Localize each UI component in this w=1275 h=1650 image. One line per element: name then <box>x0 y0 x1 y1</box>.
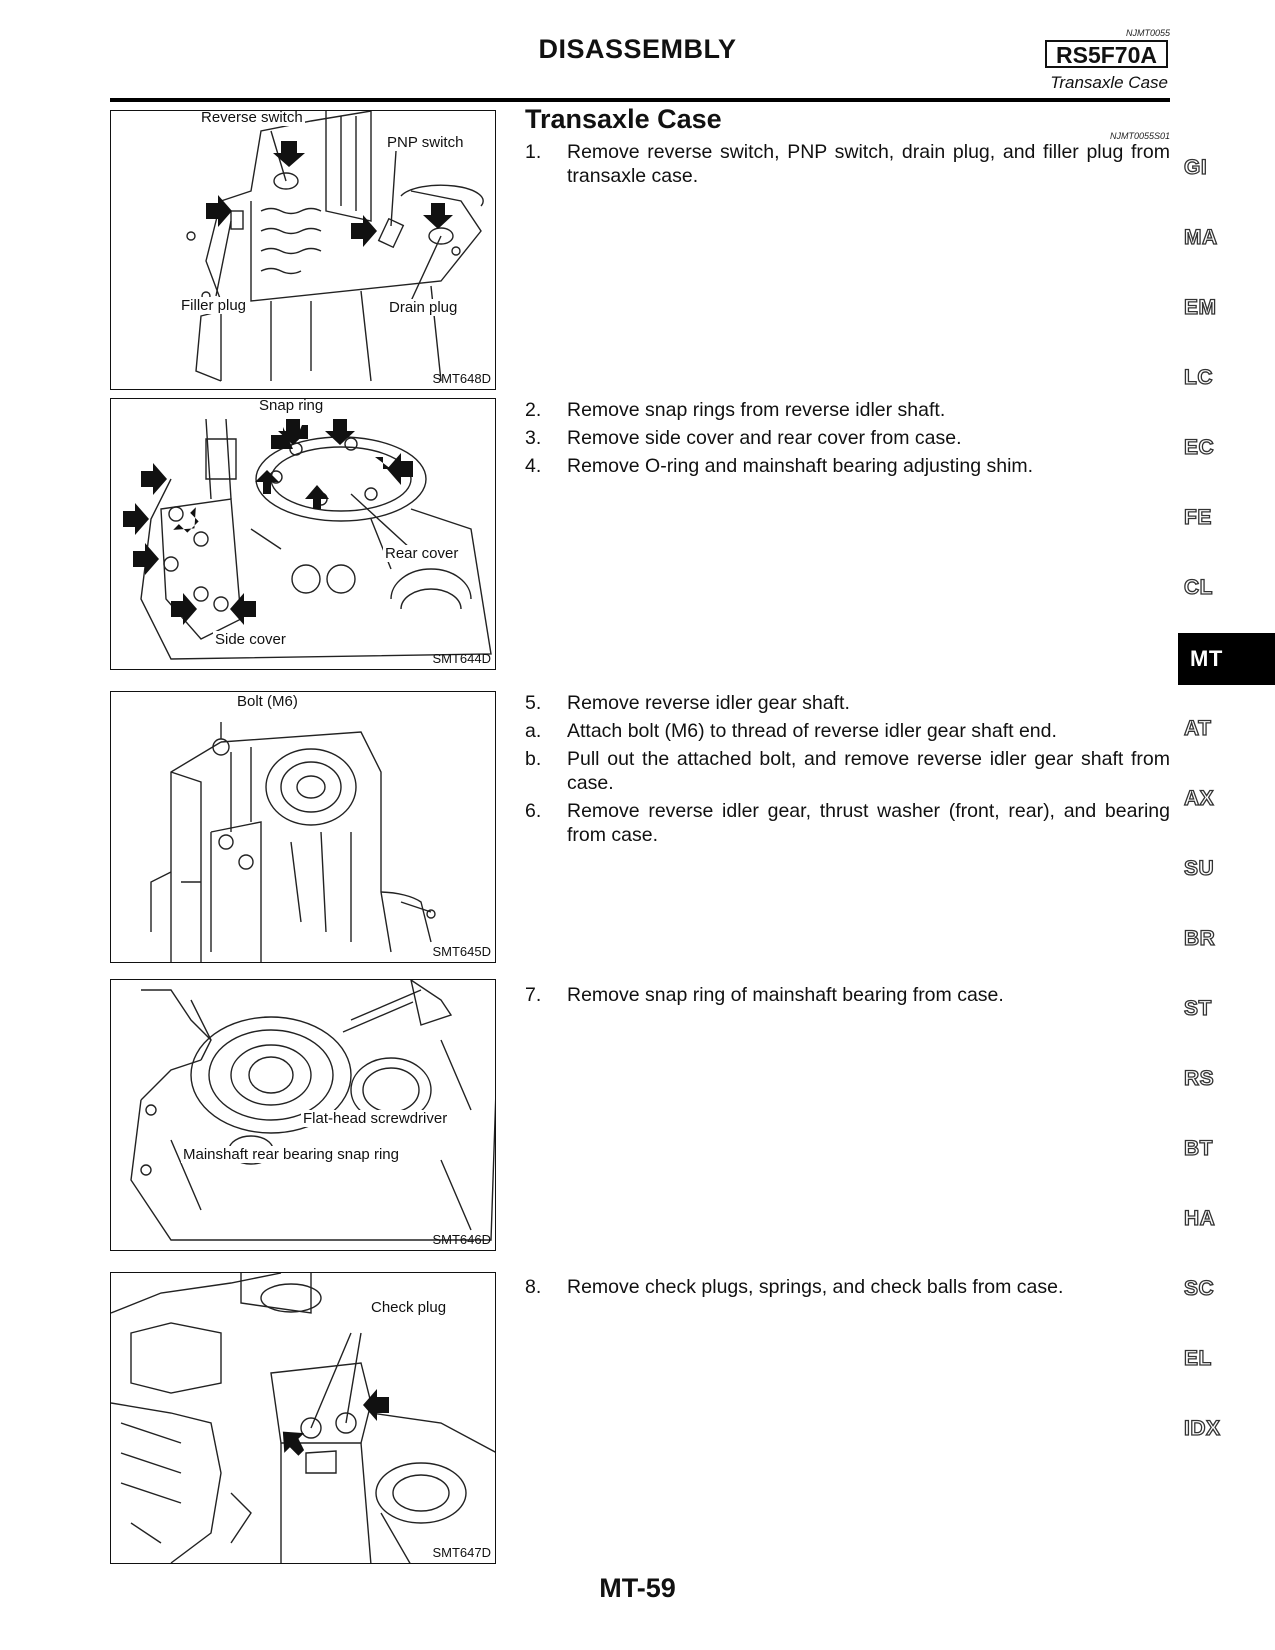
side-tab-ax[interactable]: AX <box>1183 786 1215 810</box>
label-side-cover: Side cover <box>213 631 288 648</box>
page-number: MT-59 <box>599 1573 676 1603</box>
label-check-plug: Check plug <box>369 1299 449 1316</box>
step-5b: b. Pull out the attached bolt, and remov… <box>525 747 1170 795</box>
step-number: 5. <box>525 692 542 714</box>
step-text: Remove check plugs, springs, and check b… <box>567 1276 1064 1298</box>
step-number: 6. <box>525 800 542 822</box>
step-8: 8. Remove check plugs, springs, and chec… <box>525 1275 1170 1299</box>
side-tab-el[interactable]: EL <box>1183 1346 1212 1370</box>
side-tab-ha[interactable]: HA <box>1183 1206 1216 1230</box>
rear-cover-illustration <box>123 418 492 660</box>
header-subtitle: Transaxle Case <box>1050 73 1168 92</box>
step-text: Remove snap ring of mainshaft bearing fr… <box>567 984 1004 1006</box>
page-title: DISASSEMBLY <box>538 34 737 64</box>
step-text: Pull out the attached bolt, and remove r… <box>567 748 1170 794</box>
header-ref-code: NJMT0055 <box>1125 28 1170 38</box>
section-ref-code: NJMT0055S01 <box>1109 131 1170 141</box>
step-text: Remove O-ring and mainshaft bearing adju… <box>567 455 1034 477</box>
side-tab-fe[interactable]: FE <box>1183 505 1212 529</box>
figure-code: SMT645D <box>432 944 491 959</box>
figure-smt644d: Snap ring Rear cover Side cover SMT644D <box>110 398 496 670</box>
step-text: Remove side cover and rear cover from ca… <box>567 427 962 449</box>
step-5: 5. Remove reverse idler gear shaft. <box>525 691 1170 715</box>
transaxle-case-illustration <box>186 111 484 382</box>
step-text: Remove reverse idler gear, thrust washer… <box>567 800 1170 846</box>
step-number: a. <box>525 720 542 742</box>
side-tab-st[interactable]: ST <box>1183 996 1212 1020</box>
figure-smt646d: Flat-head screwdriver Mainshaft rear bea… <box>110 979 496 1251</box>
side-tab-idx[interactable]: IDX <box>1183 1416 1221 1440</box>
side-tab-lc[interactable]: LC <box>1183 365 1213 389</box>
figure-code: SMT644D <box>432 651 491 666</box>
step-number: 7. <box>525 984 542 1006</box>
label-flat-head-screwdriver: Flat-head screwdriver <box>301 1110 450 1127</box>
side-tab-br[interactable]: BR <box>1183 926 1216 950</box>
step-number: 2. <box>525 399 542 421</box>
side-tab-ec[interactable]: EC <box>1183 435 1215 459</box>
side-tab-at[interactable]: AT <box>1183 716 1212 740</box>
model-badge: RS5F70A <box>1045 40 1168 68</box>
step-text: Remove reverse idler gear shaft. <box>567 692 850 714</box>
label-filler-plug: Filler plug <box>179 297 249 314</box>
step-text: Remove reverse switch, PNP switch, drain… <box>567 141 1170 187</box>
step-7: 7. Remove snap ring of mainshaft bearing… <box>525 983 1170 1007</box>
idler-shaft-illustration <box>150 722 436 962</box>
step-text: Attach bolt (M6) to thread of reverse id… <box>567 720 1057 742</box>
step-number: 1. <box>525 141 542 163</box>
step-2: 2. Remove snap rings from reverse idler … <box>525 398 1170 422</box>
header-rule <box>110 98 1170 102</box>
figure-smt645d: Bolt (M6) SMT645D <box>110 691 496 963</box>
side-tab-mt-active[interactable]: MT <box>1178 633 1275 685</box>
side-tab-rs[interactable]: RS <box>1183 1066 1215 1090</box>
step-6: 6. Remove reverse idler gear, thrust was… <box>525 799 1170 847</box>
figure-smt648d: Reverse switch PNP switch Filler plug Dr… <box>110 110 496 390</box>
step-3: 3. Remove side cover and rear cover from… <box>525 426 1170 450</box>
step-number: 3. <box>525 427 542 449</box>
section-title: Transaxle Case <box>525 104 722 134</box>
side-tab-ma[interactable]: MA <box>1183 225 1218 249</box>
label-rear-cover: Rear cover <box>383 545 461 562</box>
step-4: 4. Remove O-ring and mainshaft bearing a… <box>525 454 1170 478</box>
figure-code: SMT646D <box>432 1232 491 1247</box>
figure-smt647d: Check plug SMT647D <box>110 1272 496 1564</box>
label-reverse-switch: Reverse switch <box>199 110 305 126</box>
side-tab-bt[interactable]: BT <box>1183 1136 1213 1160</box>
check-plug-illustration <box>111 1273 495 1563</box>
step-number: b. <box>525 748 542 770</box>
step-number: 4. <box>525 455 542 477</box>
side-tab-em[interactable]: EM <box>1183 295 1217 319</box>
label-pnp-switch: PNP switch <box>385 134 466 151</box>
label-snap-ring: Snap ring <box>257 398 326 414</box>
side-tab-sc[interactable]: SC <box>1183 1276 1215 1300</box>
side-tab-cl[interactable]: CL <box>1183 575 1213 599</box>
figure-code: SMT648D <box>432 371 491 386</box>
side-tab-su[interactable]: SU <box>1183 856 1215 880</box>
step-5a: a. Attach bolt (M6) to thread of reverse… <box>525 719 1170 743</box>
label-drain-plug: Drain plug <box>387 299 460 316</box>
label-mainshaft-rear-bearing-snap-ring: Mainshaft rear bearing snap ring <box>181 1146 401 1163</box>
step-1: 1. Remove reverse switch, PNP switch, dr… <box>525 140 1170 188</box>
step-text: Remove snap rings from reverse idler sha… <box>567 399 946 421</box>
label-bolt-m6: Bolt (M6) <box>235 693 300 710</box>
figure-code: SMT647D <box>432 1545 491 1560</box>
side-tab-gi[interactable]: GI <box>1183 155 1208 179</box>
step-number: 8. <box>525 1276 542 1298</box>
